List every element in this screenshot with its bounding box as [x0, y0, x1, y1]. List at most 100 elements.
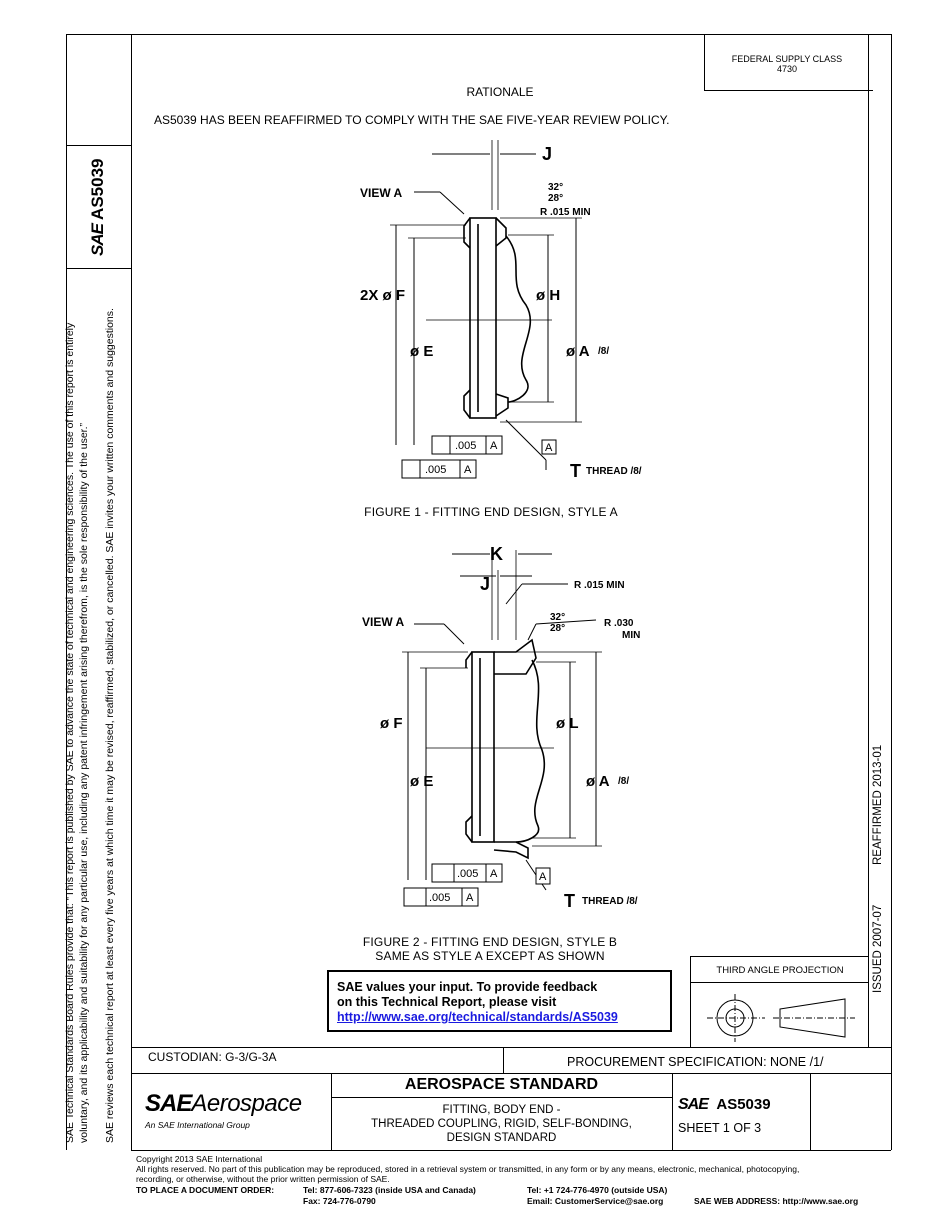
rationale-title: RATIONALE: [466, 85, 534, 99]
fig1-tol2: .005: [425, 464, 446, 476]
side-tab-top: [66, 145, 131, 146]
fig2-tol1: .005: [457, 868, 478, 880]
tb-line-2: [131, 1073, 891, 1074]
tb-div-doc: [672, 1073, 673, 1150]
footer-web: SAE WEB ADDRESS: http://www.sae.org: [694, 1196, 859, 1206]
fig2-tol2-datum: A: [466, 892, 474, 904]
tb-div-logo: [331, 1073, 332, 1150]
title-line-1: FITTING, BODY END -: [442, 1104, 561, 1116]
fig1-t-label: T: [570, 461, 581, 481]
footer-rights-2: recording, or otherwise, without the pri…: [136, 1174, 390, 1184]
fig1-thread: THREAD /8/: [586, 466, 642, 477]
side-note-2: voluntary, and its applicability and sui…: [78, 422, 90, 1143]
fig2-tol1-datum: A: [490, 868, 498, 880]
footer-tel-us: Tel: 877-606-7323 (inside USA and Canada…: [303, 1185, 476, 1195]
fig1-tol2-datum: A: [464, 464, 472, 476]
fig2-radius2-min: MIN: [622, 630, 640, 641]
feedback-line-2: on this Technical Report, please visit: [337, 995, 557, 1009]
fig2-tol2: .005: [429, 892, 450, 904]
federal-supply-class-value: 4730: [776, 64, 798, 74]
sae-aerospace-logo: SAEAerospace: [145, 1090, 302, 1118]
document-title: FITTING, BODY END - THREADED COUPLING, R…: [331, 1103, 672, 1145]
feedback-link[interactable]: http://www.sae.org/technical/standards/A…: [337, 1010, 618, 1024]
fsc-tick: [868, 90, 873, 91]
footer-order-label: TO PLACE A DOCUMENT ORDER:: [136, 1185, 275, 1195]
frame-strip-left: [868, 34, 869, 1048]
fig2-a-note: /8/: [618, 776, 629, 787]
figure-2-drawing: K J R .015 MIN VIEW A 32° 28° R .030 MIN…: [362, 544, 640, 911]
tb-line-std: [331, 1097, 672, 1098]
fig2-f-label: ø F: [380, 715, 403, 732]
side-note-1: SAE Technical Standards Board Rules prov…: [64, 322, 76, 1143]
sheet-number: SHEET 1 OF 3: [678, 1121, 762, 1135]
logo-aerospace: Aerospace: [191, 1090, 302, 1117]
feedback-box: SAE values your input. To provide feedba…: [327, 970, 672, 1032]
projection-symbol: [707, 994, 855, 1042]
doc-number: AS5039: [716, 1096, 771, 1113]
title-line-3: DESIGN STANDARD: [446, 1132, 557, 1144]
issued-date: ISSUED 2007-07: [872, 904, 884, 993]
fig2-k-label: K: [490, 544, 503, 564]
fig2-t-label: T: [564, 891, 575, 911]
fig1-tol1: .005: [455, 440, 476, 452]
fig2-e-label: ø E: [410, 773, 433, 790]
footer-email: Email: CustomerService@sae.org: [527, 1196, 664, 1206]
fig2-view-a: VIEW A: [362, 615, 405, 629]
fig1-angle-hi: 32°: [548, 182, 563, 193]
fig1-j-label: J: [542, 144, 552, 164]
logo-sae: SAE: [145, 1090, 192, 1117]
fig1-tol1-datum: A: [490, 440, 498, 452]
side-tab-doc-number: AS5039: [88, 158, 107, 220]
side-tab-bottom: [66, 268, 131, 269]
figure-1-drawing: VIEW A J 32° 28° R .015 MIN 2X ø F ø H ø…: [360, 140, 642, 481]
side-note-3: SAE reviews each technical report at lea…: [104, 308, 116, 1143]
fig2-datum-box: A: [539, 871, 547, 883]
feedback-line-1: SAE values your input. To provide feedba…: [337, 980, 598, 994]
fig2-thread: THREAD /8/: [582, 896, 638, 907]
frame-inner-left: [131, 34, 132, 1150]
federal-supply-class-label: FEDERAL SUPPLY CLASS: [731, 54, 843, 64]
tb-line-1: [131, 1047, 891, 1048]
tb-div-procurement: [503, 1047, 504, 1073]
fig2-l-label: ø L: [556, 715, 579, 732]
fig2-j-label: J: [480, 574, 490, 594]
standard-type: AEROSPACE STANDARD: [404, 1076, 599, 1093]
footer-copyright: Copyright 2013 SAE International: [136, 1154, 263, 1164]
fig2-radius1: R .015 MIN: [574, 580, 625, 591]
federal-supply-class-box: FEDERAL SUPPLY CLASS 4730: [704, 34, 869, 91]
projection-label: THIRD ANGLE PROJECTION: [716, 965, 844, 976]
fig1-a-note: /8/: [598, 346, 609, 357]
fig1-f-label: 2X ø F: [360, 287, 405, 304]
fig1-e-label: ø E: [410, 343, 433, 360]
title-line-2: THREADED COUPLING, RIGID, SELF-BONDING,: [371, 1118, 632, 1130]
projection-divider: [690, 982, 868, 983]
fig2-radius2: R .030: [604, 618, 634, 629]
projection-box: THIRD ANGLE PROJECTION: [690, 956, 869, 1048]
frame-bottom: [131, 1150, 891, 1151]
fig2-angle-lo: 28°: [550, 623, 565, 634]
doc-logo: SAE: [678, 1096, 709, 1113]
fig1-a-label: ø A: [566, 343, 590, 360]
fig1-h-label: ø H: [536, 287, 560, 304]
frame-left: [66, 34, 67, 1150]
fig2-angle-hi: 32°: [550, 612, 565, 623]
tb-div-blank: [810, 1073, 811, 1150]
fig1-radius: R .015 MIN: [540, 207, 591, 218]
frame-right: [891, 34, 892, 1150]
custodian: CUSTODIAN: G-3/G-3A: [148, 1050, 277, 1064]
frame-top: [66, 34, 892, 35]
footer-tel-intl: Tel: +1 724-776-4970 (outside USA): [527, 1185, 668, 1195]
footer-rights: All rights reserved. No part of this pub…: [136, 1164, 800, 1174]
side-tab-logo: SAE: [88, 224, 107, 256]
figure-2-caption-2: SAME AS STYLE A EXCEPT AS SHOWN: [375, 949, 605, 963]
reaffirmed-date: REAFFIRMED 2013-01: [872, 744, 884, 865]
footer-fax: Fax: 724-776-0790: [303, 1196, 376, 1206]
fig1-view-a: VIEW A: [360, 186, 403, 200]
fig1-datum-box: A: [545, 442, 553, 454]
doc-number-block: SAE AS5039: [678, 1096, 771, 1114]
side-tab-label: SAE AS5039: [88, 159, 108, 257]
fig2-a-label: ø A: [586, 773, 610, 790]
rationale-text: AS5039 HAS BEEN REAFFIRMED TO COMPLY WIT…: [154, 113, 670, 127]
figure-2-caption-1: FIGURE 2 - FITTING END DESIGN, STYLE B: [362, 935, 618, 949]
figure-1-caption: FIGURE 1 - FITTING END DESIGN, STYLE A: [364, 505, 618, 519]
